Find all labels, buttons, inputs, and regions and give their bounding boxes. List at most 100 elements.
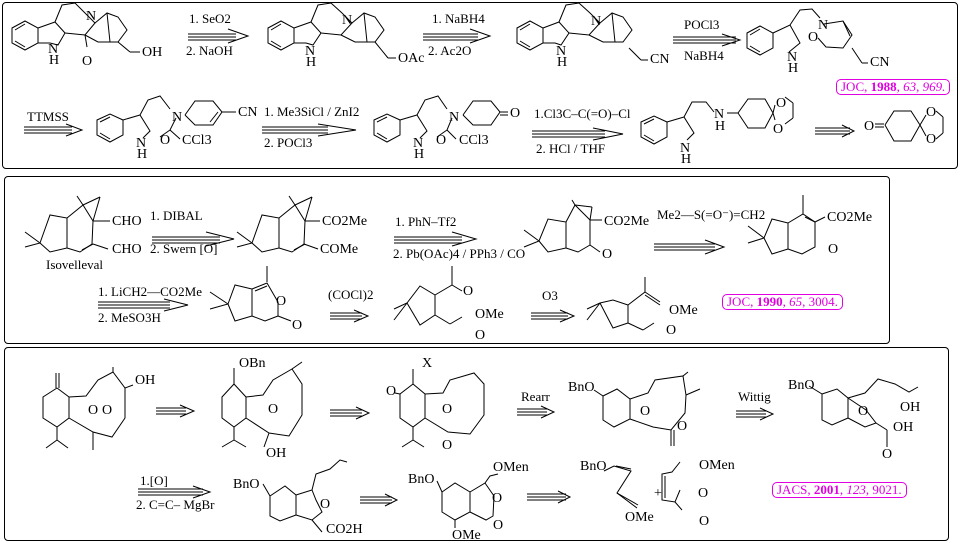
arrow-1-7 [815, 124, 856, 138]
atom-label-n: N [818, 18, 829, 33]
atom-label-nh: N [136, 136, 147, 151]
reference-volume: 65 [789, 294, 803, 309]
atom-label-o: O [666, 323, 677, 338]
atom-label-nh: N [680, 141, 691, 156]
atom-label-o: O [926, 105, 937, 120]
atom-label-o: O [292, 318, 303, 333]
atom-label-x: X [422, 356, 433, 371]
atom-label-nh: N [305, 44, 316, 59]
atom-label-o: O [493, 518, 504, 533]
reference-year: 2001 [813, 482, 840, 497]
scheme-1-panel [2, 2, 958, 169]
atom-label-nh: N [48, 42, 59, 57]
atom-label-ome: OMe [475, 307, 504, 322]
reference-volume: 63 [903, 79, 917, 94]
compound-3-8-structure [603, 465, 639, 509]
reference-pages: 969. [922, 79, 946, 94]
reference-volume: 123 [846, 482, 866, 497]
step-1-1-reagent-1: 1. SeO2 [189, 11, 231, 26]
atom-label-bno: BnO [788, 378, 815, 393]
atom-label-ccl3: CCl3 [182, 133, 212, 148]
scheme-3-panel [4, 347, 949, 541]
atom-label-o: O [442, 438, 453, 453]
step-2-1-reagent-1: 1. DIBAL [150, 208, 203, 223]
atom-label-cn: CN [870, 55, 890, 70]
atom-label-o: O [82, 54, 93, 69]
atom-label-cho: CHO [112, 242, 142, 257]
atom-label-h: H [681, 152, 692, 167]
compound-2-4-structure [747, 195, 826, 255]
atom-label-oh: OH [900, 400, 921, 415]
atom-label-n: N [714, 107, 725, 122]
atom-label-n: N [342, 13, 353, 28]
atom-label-o: O [864, 119, 875, 134]
atom-label-nh: N [556, 44, 567, 59]
atom-label-o: O [386, 384, 397, 399]
step-1-3-reagent-1: POCl3 [684, 17, 720, 32]
reference-journal: JOC, [841, 79, 868, 94]
atom-label-o: O [475, 328, 486, 343]
atom-label-cn: CN [650, 52, 670, 67]
atom-label-o: O [808, 30, 819, 45]
compound-2-5-structure [209, 266, 292, 322]
atom-label-o: O [926, 132, 937, 147]
compound-1-6-structure [373, 95, 508, 143]
atom-label-o: O [320, 497, 331, 512]
atom-label-o: O [776, 96, 787, 111]
step-3-2-reagent-1: Wittig [738, 389, 771, 404]
atom-label-ome: OMe [625, 510, 654, 525]
atom-label-o: O [88, 403, 99, 418]
arrow-3-3 [517, 405, 556, 419]
atom-label-co2me: CO2Me [604, 214, 650, 229]
step-2-2-reagent-1: 1. PhN–Tf2 [395, 214, 457, 229]
atom-label-h: H [137, 147, 148, 162]
step-1-1-reagent-2: 2. NaOH [186, 43, 233, 58]
atom-label-o: O [492, 491, 503, 506]
compound-1-2-structure [267, 2, 396, 59]
atom-label-o: O [276, 294, 287, 309]
atom-label-obn: OBn [239, 356, 266, 371]
step-2-4-reagent-1: 1. LiCH2—CO2Me [98, 284, 202, 299]
compound-name-isovelleval: Isovelleval [46, 257, 104, 272]
atom-label-n: N [86, 9, 97, 24]
arrow-3-2 [330, 406, 371, 420]
atom-label-o: O [442, 402, 453, 417]
reference-year: 1990 [756, 294, 783, 309]
compound-2-7-structure [586, 277, 661, 331]
atom-label-nh: N [413, 136, 424, 151]
step-2-5-reagent-1: (COCl)2 [328, 287, 374, 302]
reference-journal: JACS, [777, 482, 811, 497]
atom-label-oac: OAc [398, 51, 425, 66]
atom-label-cn: CN [238, 105, 258, 120]
reference-pages: 9021. [872, 482, 902, 497]
atom-label-oh: OH [893, 420, 914, 435]
atom-label-bno: BnO [580, 459, 607, 474]
atom-label-o: O [640, 404, 651, 419]
arrow-1-4 [24, 123, 84, 137]
step-3-3-reagent-1: 1.[O] [140, 473, 168, 488]
atom-label-nh: N [787, 50, 798, 65]
atom-label-n: N [172, 110, 183, 125]
compound-3-3-structure [394, 369, 485, 448]
arrow-1-6 [532, 127, 624, 141]
atom-label-co2me: CO2Me [322, 214, 368, 229]
atom-label-ome: OMe [452, 528, 481, 543]
arrow-1-2 [423, 28, 492, 44]
step-2-4-reagent-2: 2. MeSO3H [98, 310, 161, 325]
compound-2-1-structure [24, 195, 110, 253]
atom-label-omen: OMen [493, 460, 529, 475]
reference-citation-1[interactable]: JOC, 1988, 63, 969. [836, 79, 951, 95]
atom-label-bno: BnO [408, 472, 435, 487]
compound-3-6-structure [262, 459, 348, 533]
reference-citation-3[interactable]: JACS, 2001, 123, 9021. [772, 482, 907, 498]
reference-citation-2[interactable]: JOC, 1990, 65, 3004. [722, 294, 843, 310]
step-2-1-reagent-2: 2. Swern [O] [150, 241, 218, 256]
reference-year: 1988 [870, 79, 897, 94]
atom-label-co2h: CO2H [326, 522, 363, 537]
step-1-4-reagent-1: TTMSS [27, 109, 69, 124]
step-2-3-reagent-1: Me2—S(=O⁻)=CH2 [657, 207, 766, 222]
compound-3-9-structure [661, 461, 683, 511]
step-1-5-reagent-1: 1. Me3SiCl / ZnI2 [264, 104, 360, 119]
step-1-2-reagent-1: 1. NaBH4 [432, 11, 485, 26]
arrow-1-5 [262, 123, 357, 137]
